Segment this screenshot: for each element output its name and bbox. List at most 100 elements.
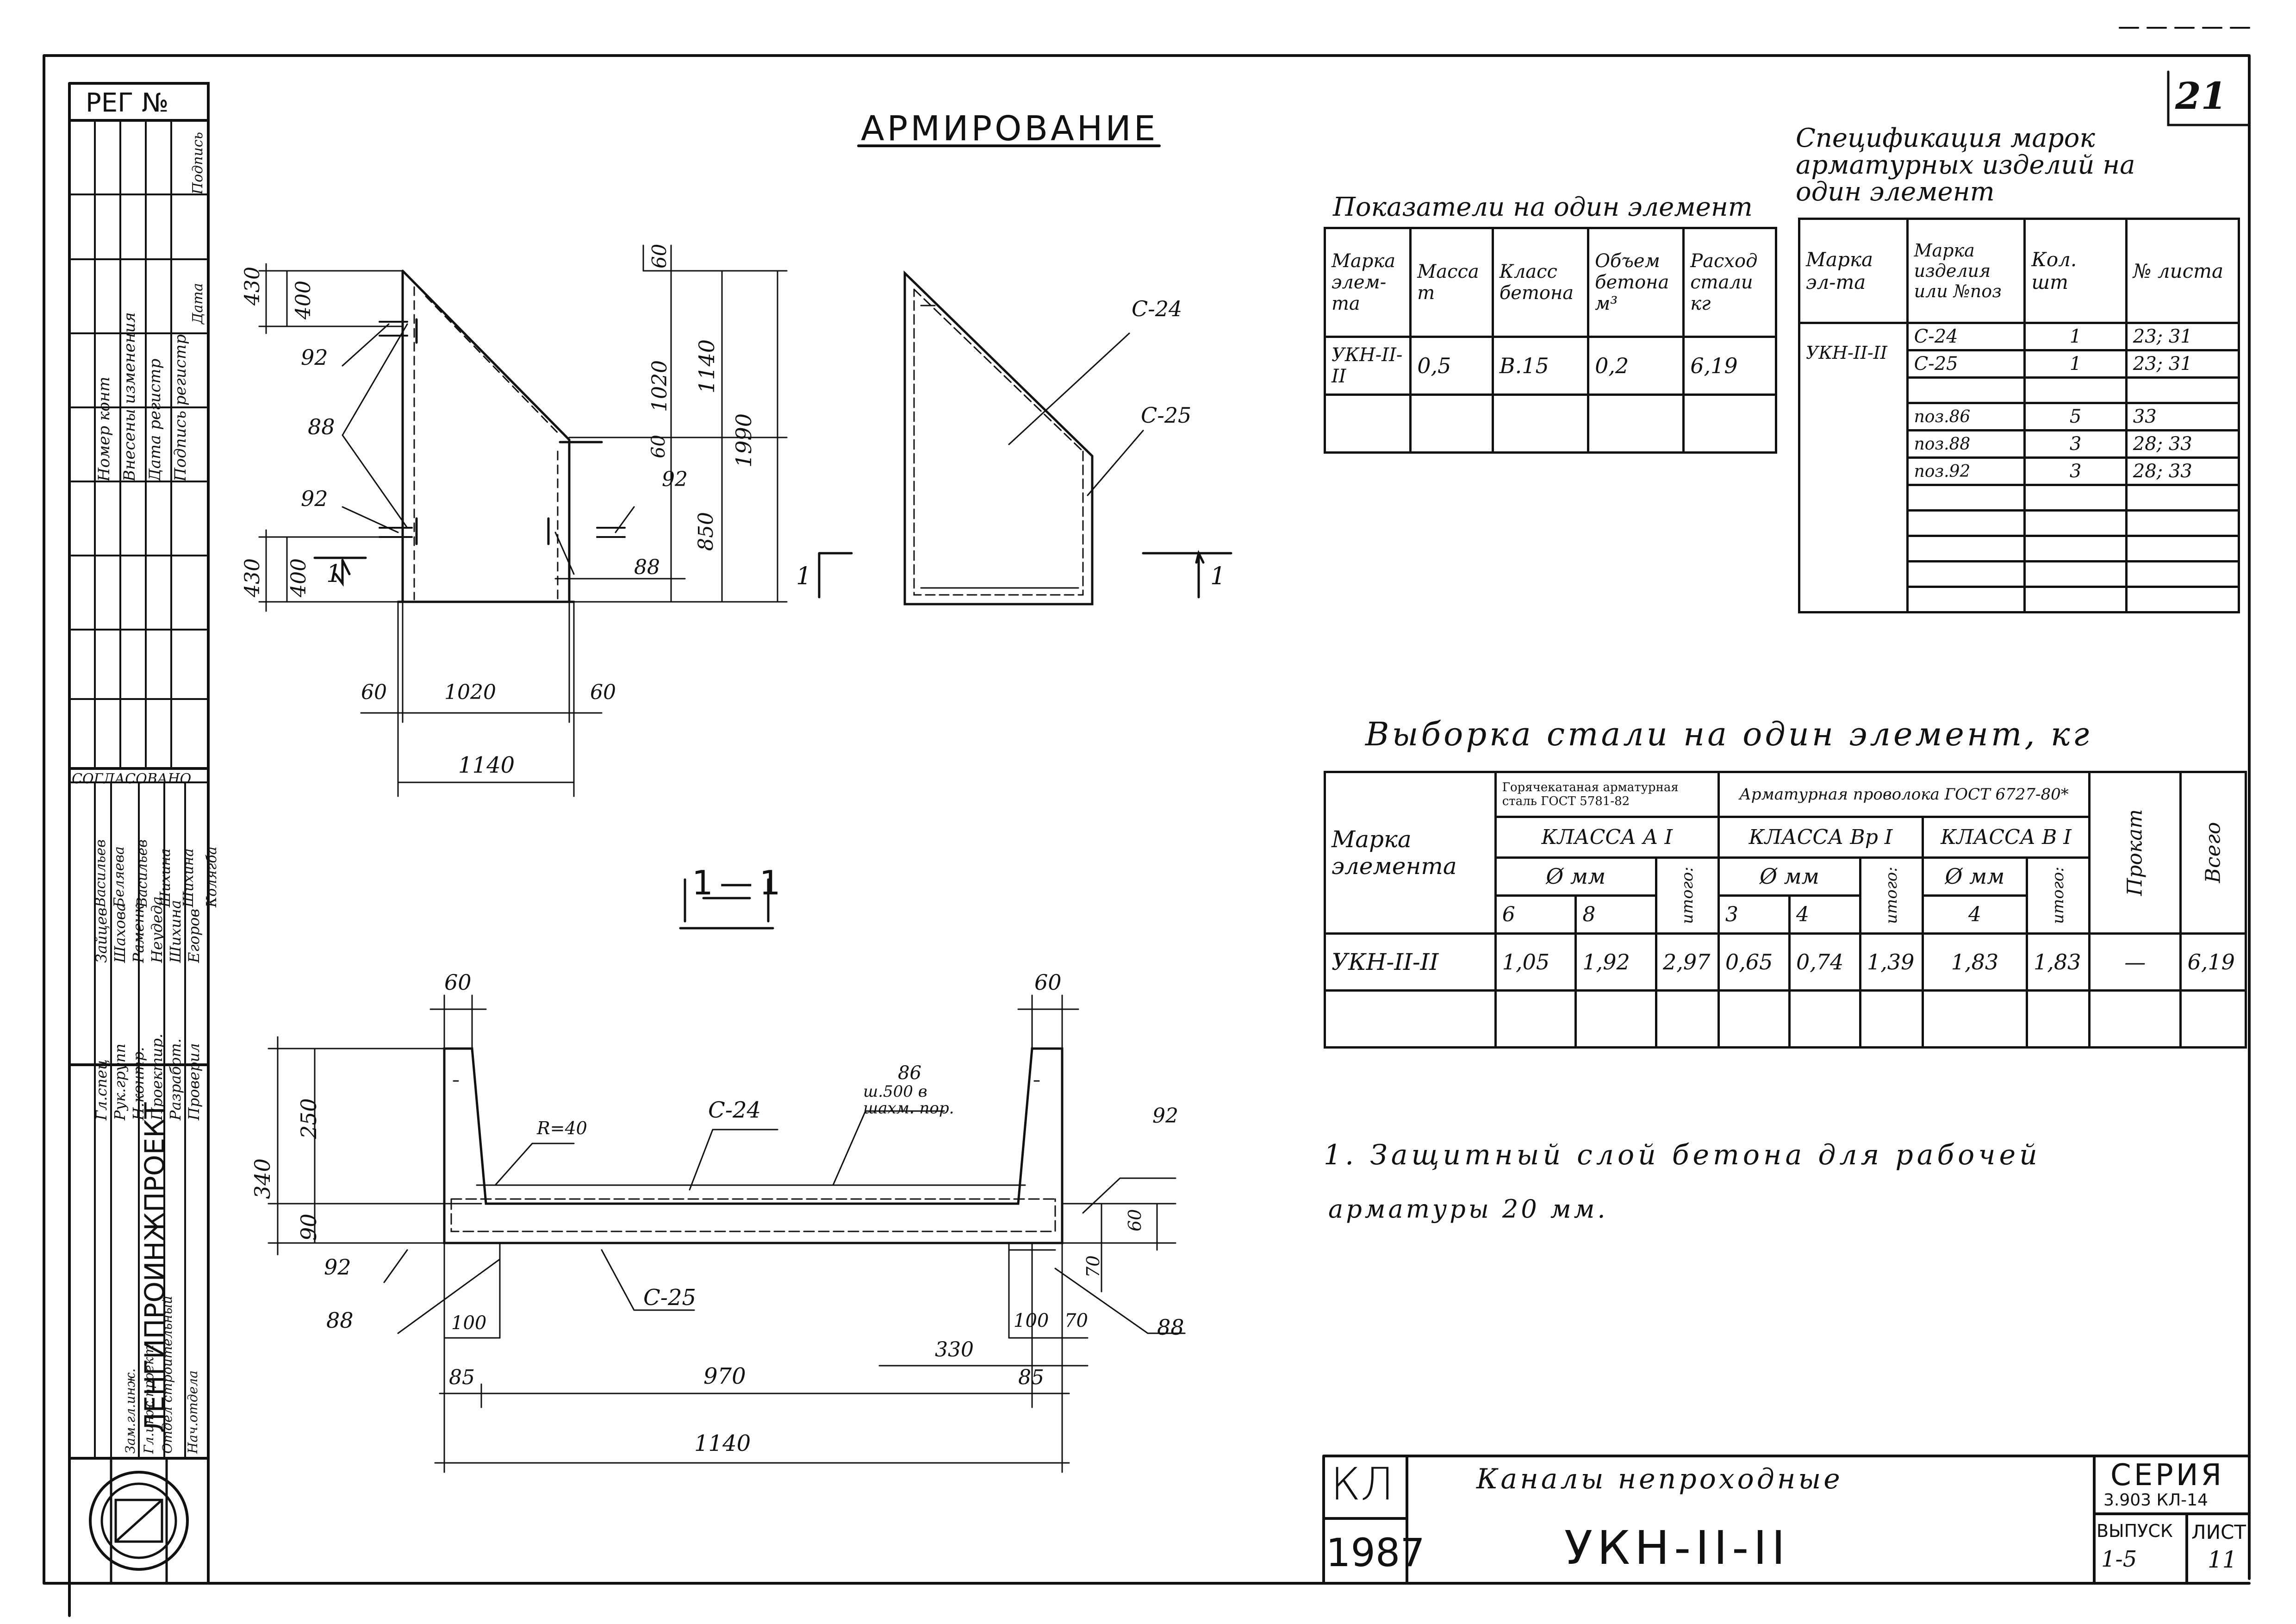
steel-diam: 8 (1574, 894, 1657, 935)
spec-table: Марка эл-та Марка изделия или №поз Кол. … (1798, 218, 2240, 613)
indicators-table: Марка элем-та Масса т Класс бетона Объем… (1323, 227, 1777, 454)
section-title: 1—1 (692, 863, 787, 902)
note-line-1: 1. Защитный слой бетона для рабочей (1324, 1139, 2041, 1171)
steel-diam: 4 (1922, 894, 2028, 935)
spec-cell: 23; 31 (2125, 322, 2240, 351)
sec-dim-70-r: 70 (1064, 1310, 1088, 1331)
sheet-number: 21 (2175, 74, 2227, 118)
steel-title: Выборка стали на один элемент, кг (1365, 715, 2092, 753)
stamp-role: Гл.спец (93, 1059, 110, 1120)
steel-cell: 6,19 (2179, 932, 2247, 992)
label-88-b: 88 (634, 556, 660, 579)
approved-name: Беляева (111, 846, 127, 907)
frame-c25-section: С-25 (643, 1285, 697, 1311)
steel-header-a1: КЛАССА А I (1494, 816, 1720, 859)
dim-60-mid: 60 (648, 435, 669, 458)
steel-header-mark: Марка элемента (1324, 771, 1497, 935)
spec-cell: поз.92 (1906, 456, 2026, 486)
sec-dim-60-r: 60 (1034, 970, 1062, 995)
steel-header-total-v1: итого: (2048, 867, 2067, 924)
dim-60-top: 60 (648, 244, 671, 269)
spec-header: Марка эл-та (1798, 218, 1909, 324)
steel-header-all: Всего (2201, 822, 2225, 883)
sec-dim-250: 250 (296, 1098, 321, 1139)
steel-cell: 1,83 (2025, 932, 2091, 992)
indicators-header: Масса т (1409, 227, 1494, 338)
stamp-change-header: Дата регистр (146, 358, 164, 481)
spec-cell: С-24 (1906, 322, 2026, 351)
steel-header-v1: КЛАССА В I (1922, 816, 2091, 859)
approved-name: Шихина (180, 848, 197, 907)
dim-1140-h: 1140 (458, 752, 515, 778)
sec-dim-100-r: 100 (1014, 1310, 1049, 1331)
dim-400-bot: 400 (287, 558, 311, 597)
title-code: КЛ (1331, 1458, 1394, 1510)
steel-diam: 3 (1717, 894, 1791, 935)
dim-60-r: 60 (590, 681, 616, 704)
steel-diam: 6 (1494, 894, 1577, 935)
sec-dim-70-s: 70 (1083, 1255, 1103, 1278)
spec-cell: С-25 (1906, 349, 2026, 379)
issue-value: 1-5 (2101, 1546, 2137, 1572)
steel-diam: 4 (1788, 894, 1862, 935)
stamp-change-header: Дата (190, 283, 206, 324)
frame-c24-section: С-24 (708, 1097, 761, 1123)
dim-430-bot: 430 (241, 558, 264, 597)
bar-86-label: 86 (898, 1062, 921, 1084)
sheet-label: ЛИСТ (2191, 1521, 2246, 1543)
stamp-role-name: Зайцев (93, 907, 110, 963)
spec-cell: 28; 33 (2125, 429, 2240, 459)
series-value: 3.903 КЛ-14 (2103, 1491, 2208, 1510)
stamp-change-header: Внесены изменения (120, 312, 139, 481)
approved-name: Васильев (134, 839, 150, 907)
dim-1020-h: 1020 (444, 681, 496, 704)
approved-name: Колягба (204, 846, 220, 907)
spec-cell: поз.86 (1906, 402, 2026, 431)
dept-line: Гл.инж.проект (141, 1344, 156, 1454)
sec-dim-970: 970 (703, 1363, 746, 1389)
dim-1990: 1990 (731, 413, 756, 468)
indicators-cell: УКН-II-II (1323, 336, 1412, 396)
sec-dim-60-s: 60 (1125, 1209, 1145, 1231)
stamp-role-name: Шихина (167, 900, 184, 963)
indicators-header: Марка элем-та (1323, 227, 1412, 338)
dim-400-top: 400 (292, 281, 315, 319)
stamp-role: Проектир. (148, 1033, 166, 1120)
spec-cell: 3 (2023, 456, 2128, 486)
indicators-cell: В.15 (1491, 336, 1590, 396)
issue-label: ВЫПУСК (2097, 1521, 2173, 1541)
dept-line: Зам.гл.инж. (123, 1368, 138, 1454)
spec-cell: 1 (2023, 349, 2128, 379)
approved-name: Васильев (93, 839, 109, 907)
spec-cell: 33 (2125, 402, 2240, 431)
stamp-role: Рук.групп (111, 1043, 129, 1120)
stamp-role: Проверил (185, 1043, 203, 1120)
steel-table: Марка элемента Горячекатаная арматурная … (1324, 770, 2247, 1049)
section-mark-frame: 1 (1210, 562, 1226, 590)
stamp-role-name: Егоров (185, 908, 203, 963)
steel-header-dia-a1: Ø мм (1494, 856, 1657, 897)
spec-mark: УКН-II-II (1798, 322, 1909, 613)
spec-cell: поз.88 (1906, 429, 2026, 459)
steel-header-dia-vr1: Ø мм (1717, 856, 1862, 897)
stamp-role: Разработ. (167, 1038, 184, 1120)
stamp-role-name: Шахова (111, 902, 129, 963)
steel-cell: 1,83 (1922, 932, 2028, 992)
dim-850: 850 (694, 512, 718, 551)
steel-header-total-vr1: итого: (1882, 867, 1901, 924)
label-92-a: 92 (301, 345, 328, 370)
spec-cell: 1 (2023, 322, 2128, 351)
steel-header-total-a1: итого: (1678, 867, 1697, 924)
section-mark-right: 1 (796, 562, 812, 590)
steel-cell: 1,05 (1494, 932, 1577, 992)
steel-header-dia-v1: Ø мм (1922, 856, 2028, 897)
sec-dim-340: 340 (250, 1158, 275, 1199)
steel-header-prokat: Прокат (2123, 809, 2147, 896)
spec-cell: 3 (2023, 429, 2128, 459)
sec-dim-1140: 1140 (694, 1430, 751, 1456)
spec-header: № листа (2125, 218, 2240, 324)
stamp-role-name: Раменк (130, 904, 147, 963)
steel-cell: 0,65 (1717, 932, 1791, 992)
sec-label-88-l: 88 (326, 1308, 354, 1333)
